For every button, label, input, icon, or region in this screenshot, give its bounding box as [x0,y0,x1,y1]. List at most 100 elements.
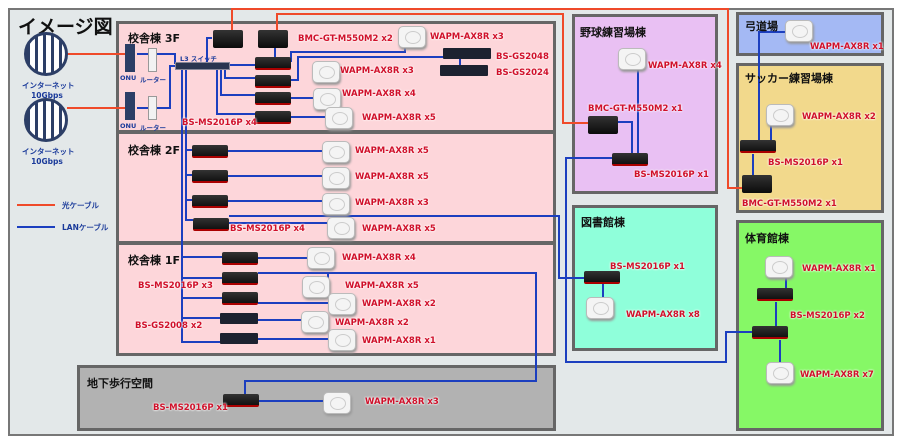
lan-cable [206,37,212,62]
device-label: BS-MS2016P x1 [610,262,685,272]
router-label: ルーター [140,76,166,84]
device-label: WAPM-AX8R x5 [362,224,436,234]
switch [740,140,776,153]
device-label: WAPM-AX8R x5 [362,113,436,123]
switch [757,288,793,301]
switch [193,218,229,231]
switch [255,75,291,88]
device-label: WAPM-AX8R x8 [626,310,700,320]
device-label: BS-MS2016P x1 [768,158,843,168]
access-point [325,107,353,129]
l3-switch-label: L3 スイッチ [180,55,217,63]
device-label: BS-MS2016P x1 [634,170,709,180]
switch [440,65,488,76]
device-label: BMC-GT-M550M2 x1 [588,104,683,114]
device-label: WAPM-AX8R x2 [362,299,436,309]
device-label: BS-MS2016P x4 [182,118,257,128]
switch [222,252,258,265]
fiber-cable [276,13,588,124]
legend-lan: LANケーブル [62,223,109,232]
area-gym [736,220,884,431]
switch [192,170,228,183]
lan-cable [229,215,584,279]
access-point [765,256,793,278]
lan-cable [224,70,255,79]
device-label: BS-MS2016P x4 [230,224,305,234]
access-point [785,20,813,42]
device-label: BS-GS2048 [496,52,549,62]
switch [752,326,788,339]
internet-speed: 10Gbps [31,157,63,166]
area-title: 校舎棟 1F [128,254,180,267]
device-label: WAPM-AX8R x4 [342,89,416,99]
access-point [323,392,351,414]
device-label: WAPM-AX8R x2 [335,318,409,328]
device-label: BS-MS2016P x1 [153,403,228,413]
onu-icon [125,92,135,120]
switch [255,57,291,70]
switch [584,271,620,284]
device-label: BS-GS2008 x2 [135,321,203,331]
access-point [322,141,350,163]
access-point [766,104,794,126]
internet-speed: 10Gbps [31,91,63,100]
switch [223,394,259,407]
router-label: ルーター [140,124,166,132]
lan-cable [565,157,752,363]
globe-icon [24,32,68,76]
access-point [328,293,356,315]
lan-cable [137,65,178,109]
area-title: 校舎棟 3F [128,32,180,45]
access-point [327,217,355,239]
switch [255,111,291,124]
switch [192,145,228,158]
device-label: WAPM-AX8R x5 [355,146,429,156]
internet-label: インターネット [22,81,75,90]
device-label: BMC-GT-M550M2 x1 [742,199,837,209]
device-label: WAPM-AX8R x4 [648,61,722,71]
lan-cable [244,272,537,395]
lan-cable [220,70,255,96]
area-title: 体育館棟 [745,232,789,245]
media-converter [588,116,618,134]
device-label: WAPM-AX8R x3 [355,198,429,208]
device-label: WAPM-AX8R x3 [365,397,439,407]
access-point [322,193,350,215]
media-converter [213,30,243,48]
access-point [302,276,330,298]
access-point [586,297,614,319]
device-label: BS-GS2024 [496,68,549,78]
switch [222,272,258,285]
onu-label: ONU [120,122,137,130]
router-icon [148,48,157,72]
access-point [322,167,350,189]
access-point [328,329,356,351]
device-label: BS-MS2016P x3 [138,281,213,291]
media-converter [742,175,772,193]
device-label: WAPM-AX8R x1 [802,264,876,274]
lan-cable [181,70,220,343]
access-point [312,61,340,83]
lan-cable [185,70,193,221]
device-label: WAPM-AX8R x5 [345,281,419,291]
device-label: WAPM-AX8R x5 [355,172,429,182]
device-label: BMC-GT-M550M2 x2 [298,34,393,44]
lan-cable [758,31,785,142]
device-label: WAPM-AX8R x1 [810,42,884,52]
device-label: WAPM-AX8R x3 [340,66,414,76]
area-title: 図書館棟 [581,216,625,229]
access-point [398,26,426,48]
area-title: 弓道場 [745,20,778,33]
switch [443,48,491,59]
area-title: 地下歩行空間 [87,377,153,390]
switch [255,92,291,105]
media-converter [258,30,288,48]
globe-icon [24,98,68,142]
device-label: WAPM-AX8R x7 [800,370,874,380]
device-label: WAPM-AX8R x4 [342,253,416,263]
device-label: WAPM-AX8R x1 [362,336,436,346]
router-icon [148,96,157,120]
area-underground [77,365,556,431]
device-label: BS-MS2016P x2 [790,311,865,321]
